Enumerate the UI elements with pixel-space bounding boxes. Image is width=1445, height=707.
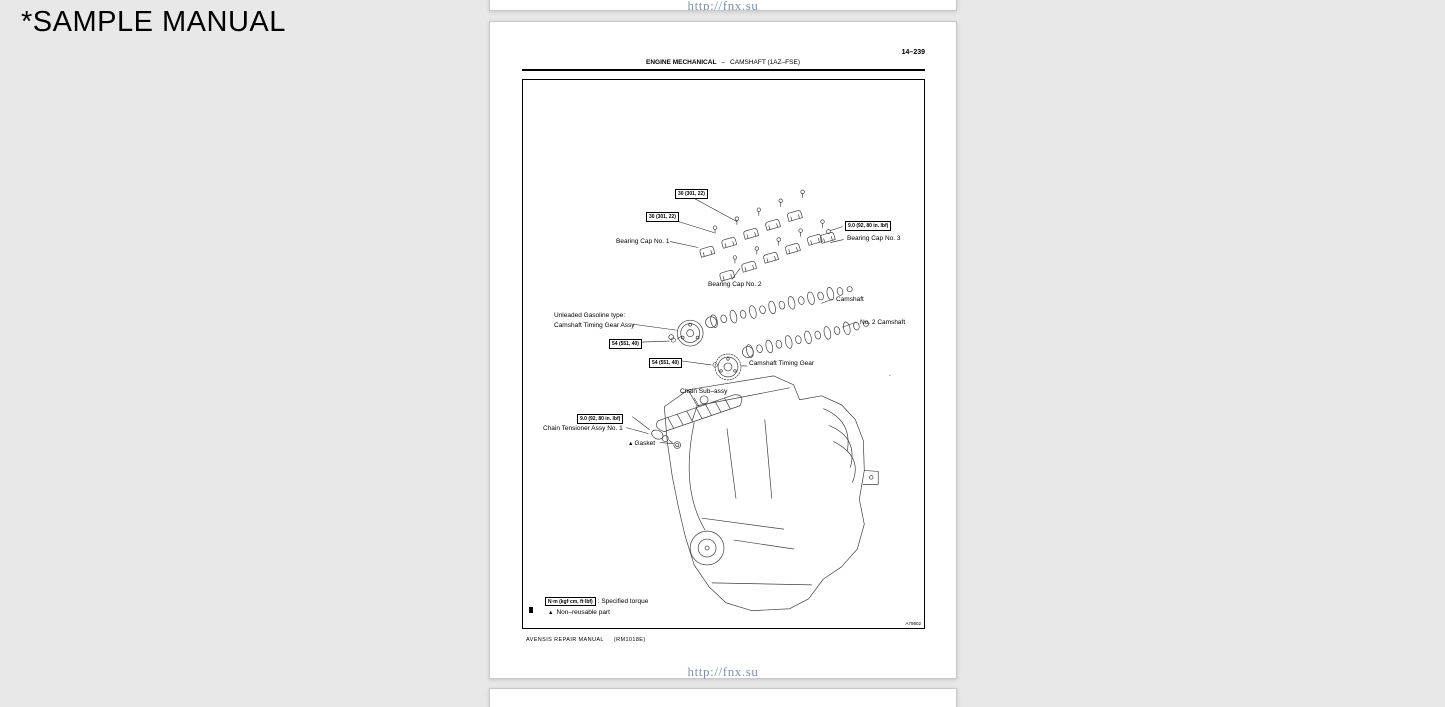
torque-callout: 54 (551, 40)	[649, 358, 682, 368]
page-footer: AVENSIS REPAIR MANUAL (RM1018E)	[526, 637, 646, 643]
part-label-chain-sub-assy: Chain Sub–assy	[680, 388, 728, 395]
camshaft-timing-gear-part	[714, 353, 742, 381]
header-title: CAMSHAFT (1AZ–FSE)	[730, 59, 800, 66]
torque-callout: 9.0 (92, 80 in. lbf)	[845, 221, 892, 231]
bearing-caps	[699, 210, 836, 282]
header-separator: –	[721, 59, 726, 66]
footer-code: (RM1018E)	[613, 637, 646, 643]
legend-torque-box: N·m (kgf·cm, ft·lbf)	[545, 597, 596, 606]
part-label-bearing-cap-2: Bearing Cap No. 2	[708, 281, 762, 288]
header-section: ENGINE MECHANICAL	[646, 59, 717, 66]
part-label-camshaft: Camshaft	[836, 296, 864, 303]
footer-title: AVENSIS REPAIR MANUAL	[526, 637, 604, 643]
unleaded-type-line2: Camshaft Timing Gear Assy	[554, 322, 635, 329]
legend-torque: N·m (kgf·cm, ft·lbf) : Specified torque	[545, 597, 648, 606]
leader-lines	[626, 196, 857, 444]
next-page-fragment	[489, 688, 957, 707]
legend-nonreusable-text: Non–reusable part	[556, 609, 610, 616]
part-label-chain-tensioner: Chain Tensioner Assy No. 1	[543, 425, 623, 432]
manual-page: 14–239 ENGINE MECHANICAL–CAMSHAFT (1AZ–F…	[489, 21, 957, 679]
torque-callout: 30 (301, 22)	[675, 189, 708, 199]
previous-page-fragment: http://fnx.su	[489, 0, 957, 11]
engine-block	[663, 375, 879, 612]
print-artifact-mark	[529, 607, 533, 613]
torque-callout: 54 (551, 40)	[609, 339, 642, 349]
watermark-url: http://fnx.su	[687, 664, 759, 679]
gasket-text: Gasket	[634, 440, 656, 447]
chain-tensioner	[651, 429, 681, 449]
part-label-no2-camshaft: No. 2 Camshaft	[860, 319, 906, 326]
nonreusable-triangle-icon: ▲	[628, 441, 634, 447]
camshaft-timing-gear-assy	[668, 319, 704, 347]
engine-diagram-art	[626, 189, 879, 612]
part-label-timing-gear-assy: Unleaded Gasoline type: Camshaft Timing …	[554, 311, 635, 331]
part-label-camshaft-timing-gear: Camshaft Timing Gear	[749, 360, 815, 367]
diagram-frame: 30 (301, 22) 30 (301, 22) 9.0 (92, 80 in…	[522, 79, 925, 629]
figure-code: A79802	[905, 621, 921, 626]
legend-nonreusable: ▲ Non–reusable part	[548, 609, 610, 616]
page-number: 14–239	[901, 49, 925, 56]
part-label-gasket: ▲Gasket	[628, 440, 655, 447]
torque-callout: 9.0 (92, 80 in. lbf)	[577, 414, 624, 424]
page-header: ENGINE MECHANICAL–CAMSHAFT (1AZ–FSE)	[490, 59, 956, 66]
unleaded-type-line1: Unleaded Gasoline type:	[554, 312, 626, 319]
stray-dot: .	[889, 371, 891, 378]
cap-bolts	[712, 189, 831, 264]
legend-torque-desc: : Specified torque	[597, 598, 649, 605]
watermark-url: http://fnx.su	[687, 0, 759, 11]
chain-sub-assy	[656, 394, 743, 432]
nonreusable-triangle-icon: ▲	[548, 609, 554, 616]
header-rule	[522, 69, 925, 71]
part-label-bearing-cap-1: Bearing Cap No. 1	[616, 238, 670, 245]
camshaft-no1	[705, 286, 853, 328]
sample-manual-label: *SAMPLE MANUAL	[21, 6, 286, 38]
torque-callout: 30 (301, 22)	[646, 212, 679, 222]
part-label-bearing-cap-3: Bearing Cap No. 3	[847, 235, 901, 242]
camshaft-no2	[742, 320, 870, 358]
